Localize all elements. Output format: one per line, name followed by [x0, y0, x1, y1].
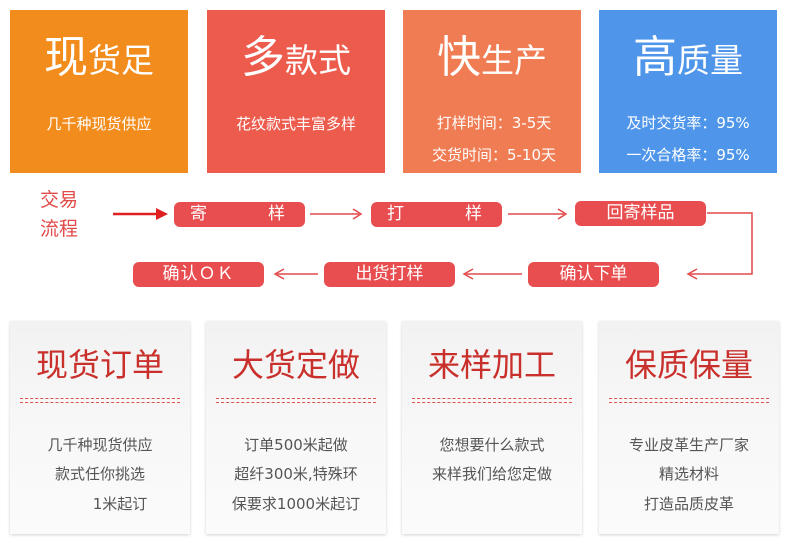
feature-heading: 快生产 [437, 32, 547, 83]
feature-box-fast-production: 快生产 打样时间：3-5天 交货时间：5-10天 [403, 10, 581, 173]
arrow-step4-to-step5 [462, 268, 522, 280]
card-title: 来样加工 [427, 346, 556, 384]
card-description: 来样我们给您定做 [431, 465, 552, 483]
arrow-step3-to-step4 [686, 212, 753, 280]
arrow-step5-to-step6 [273, 268, 318, 280]
feature-box-high-quality: 高质量 及时交货率：95% 一次合格率：95% [599, 10, 777, 173]
service-card-sample-processing: 来样加工 您想要什么款式 来样我们给您定做 [402, 321, 582, 534]
flow-step-confirm-ok: 确认ＯＫ [133, 262, 264, 287]
feature-description: 几千种现货供应 [46, 115, 152, 133]
flow-step-confirm-order: 确认下单 [528, 262, 659, 287]
feature-description: 花纹款式丰富多样 [235, 115, 356, 133]
card-title: 保质保量 [624, 346, 753, 384]
card-description: 款式任你挑选 [54, 465, 145, 483]
card-description: 打造品质皮革 [643, 495, 734, 513]
card-description: 您想要什么款式 [439, 436, 545, 454]
card-divider [609, 398, 769, 403]
card-description: 保要求1000米起订 [231, 495, 361, 513]
feature-box-in-stock: 现货足 几千种现货供应 [10, 10, 188, 173]
flow-step-return-sample: 回寄样品 [575, 201, 706, 226]
arrow-step1-to-step2 [310, 208, 363, 220]
card-description: 专业皮革生产厂家 [628, 436, 749, 454]
feature-heading: 多款式 [241, 32, 351, 83]
flow-title: 交易 流程 [40, 189, 79, 240]
service-card-quality-guarantee: 保质保量 专业皮革生产厂家 精选材料 打造品质皮革 [599, 321, 779, 534]
card-divider [20, 398, 180, 403]
card-title: 大货定做 [231, 346, 360, 384]
feature-heading: 高质量 [633, 32, 743, 83]
arrow-start [113, 208, 168, 220]
card-description: 订单500米起做 [244, 436, 348, 454]
service-card-bulk-custom: 大货定做 订单500米起做 超纤300米,特殊环 保要求1000米起订 [206, 321, 386, 534]
feature-description: 一次合格率：95% [626, 146, 750, 164]
flow-step-send-sample: 寄样 [174, 202, 305, 227]
feature-description: 打样时间：3-5天 [436, 114, 552, 132]
flow-arrows [113, 208, 753, 280]
card-description: 精选材料 [658, 465, 719, 483]
feature-box-variety: 多款式 花纹款式丰富多样 [207, 10, 385, 173]
flow-step-ship-sample: 出货打样 [324, 262, 455, 287]
arrow-step2-to-step3 [508, 208, 568, 220]
feature-description: 交货时间：5-10天 [431, 146, 557, 164]
feature-heading: 现货足 [44, 32, 154, 83]
card-divider [216, 398, 376, 403]
service-card-stock-order: 现货订单 几千种现货供应 款式任你挑选 1米起订 [10, 321, 190, 534]
card-divider [412, 398, 572, 403]
card-description: 超纤300米,特殊环 [234, 465, 358, 483]
card-title: 现货订单 [35, 346, 164, 384]
card-description: 几千种现货供应 [47, 436, 153, 454]
card-description: 1米起订 [92, 495, 148, 513]
feature-description: 及时交货率：95% [626, 114, 750, 132]
flow-step-make-sample: 打样 [371, 202, 502, 227]
